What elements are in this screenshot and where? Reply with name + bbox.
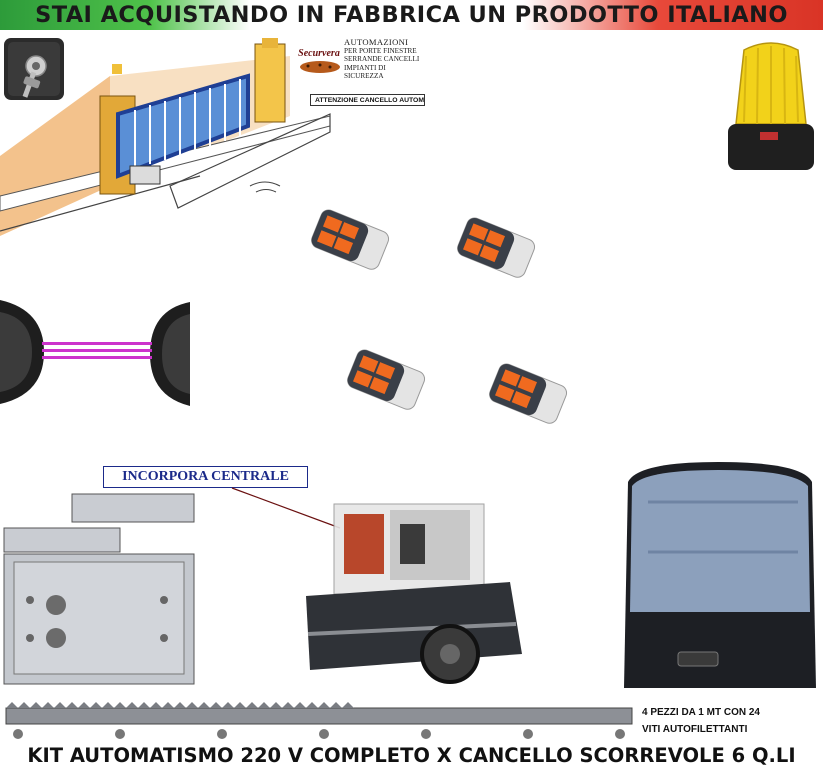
callout-label: INCORPORA CENTRALE [103, 466, 308, 488]
remote-control-icon [311, 209, 390, 270]
brand-line: SERRANDE CANCELLI [344, 55, 420, 64]
flashing-lamp-icon [728, 42, 814, 170]
brand-leopard-icon [300, 61, 340, 73]
rack-caption-line: 4 PEZZI DA 1 MT CON 24 [642, 707, 760, 718]
brand-line: IMPIANTI DI SICUREZZA [344, 63, 386, 81]
brand-name: Securvera [298, 48, 340, 59]
rack-caption: 4 PEZZI DA 1 MT CON 24 VITI AUTOFILETTAN… [642, 704, 820, 738]
brand-line: AUTOMAZIONI [344, 37, 409, 47]
gate-scene-icon [0, 38, 331, 236]
remote-control-icon [457, 217, 536, 278]
header-banner: STAI ACQUISTANDO IN FABBRICA UN PRODOTTO… [0, 0, 823, 30]
gear-rack-icon [5, 702, 633, 739]
brand-logo: Securvera AUTOMAZIONI PER PORTE FINESTRE… [296, 36, 424, 106]
warning-sign: ATTENZIONE CANCELLO AUTOMATICO [310, 94, 425, 106]
brand-services: AUTOMAZIONI PER PORTE FINESTRE SERRANDE … [344, 38, 424, 81]
remote-control-icon [347, 349, 426, 410]
bracket-plate-icon [3, 493, 195, 685]
motor-unit-icon [306, 503, 522, 684]
key-selector-icon [4, 38, 64, 100]
italian-flag-green [0, 0, 250, 30]
motor-cover-icon [624, 462, 816, 688]
banner-title: STAI ACQUISTANDO IN FABBRICA UN PRODOTTO… [35, 2, 788, 28]
photocell-icon [0, 300, 190, 406]
brand-line: PER PORTE FINESTRE [344, 46, 417, 55]
italian-flag-red [523, 0, 823, 30]
footer-title: KIT AUTOMATISMO 220 V COMPLETO X CANCELL… [27, 744, 796, 767]
remote-control-icon [489, 363, 568, 424]
rack-caption-line: VITI AUTOFILETTANTI [642, 724, 748, 735]
callout-pointer [231, 487, 341, 529]
